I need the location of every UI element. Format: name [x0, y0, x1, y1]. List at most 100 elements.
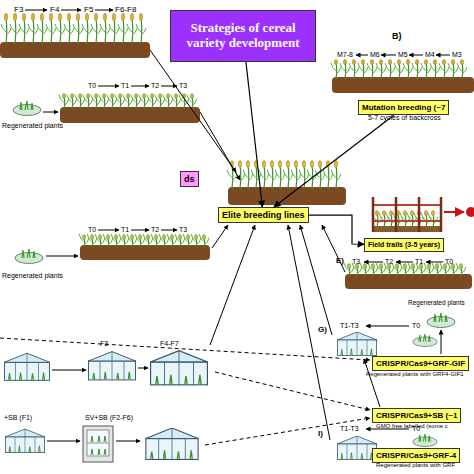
step-arrow: [95, 10, 113, 11]
soil-beds: [0, 42, 474, 289]
step-arrow: [98, 86, 119, 87]
annotation: F3: [14, 6, 23, 14]
plant-leaf: [55, 24, 65, 35]
greenhouse-icon: [4, 353, 50, 381]
red-arrow: [444, 211, 464, 213]
wheat-plant: [28, 13, 38, 44]
plant-leaf: [19, 24, 29, 35]
plant-ear: [294, 161, 297, 168]
plant-leaf: [82, 24, 92, 35]
plant-stem: [159, 97, 161, 109]
wheat-plant: [267, 161, 277, 190]
annotation: +SB (F1): [4, 414, 32, 421]
plant-ear: [411, 264, 414, 269]
annotation: T2: [151, 226, 159, 233]
plant-ear: [379, 264, 382, 269]
petri-dish-icon: [413, 434, 437, 447]
annotation: F4-F7: [160, 340, 179, 347]
step-arrow: [409, 55, 423, 56]
plant-stem: [14, 18, 16, 44]
plant-ear: [343, 60, 346, 65]
plant-stem: [131, 18, 133, 44]
plant-stem: [87, 97, 89, 109]
plant-leaf: [64, 24, 74, 35]
wheat-plant: [227, 161, 237, 190]
plant-leaf: [1, 24, 11, 35]
step-arrow: [46, 256, 78, 257]
annotation: F5: [84, 6, 93, 14]
box-text: CRISPR/Cas9+GRF-4: [376, 451, 456, 460]
plant-ear: [126, 94, 129, 99]
wheat-plant: [394, 60, 404, 80]
plant-ear: [94, 13, 97, 21]
wheat-plant: [385, 60, 395, 80]
wheat-plant: [1, 13, 11, 44]
plant-ear: [375, 211, 378, 216]
plant-stem: [135, 97, 137, 109]
plant-ear: [22, 13, 25, 21]
annotation: M5: [398, 51, 408, 58]
wheat-plant: [100, 13, 110, 44]
annotation: SV+SB (F2-F6): [85, 414, 133, 421]
greenhouse-icon: [150, 351, 208, 386]
wheat-plant: [403, 60, 413, 80]
greenhouse-icon: [5, 429, 45, 453]
step-arrow: [47, 441, 80, 442]
plant-ear: [326, 161, 329, 168]
connector-arrow: [309, 215, 364, 244]
plant-stem: [71, 97, 73, 109]
annotation: T0: [412, 322, 420, 329]
merge-arrow: [300, 225, 332, 335]
greenhouse-icon: [145, 428, 198, 460]
box-text: Mutation breeding (~7: [362, 103, 445, 112]
wheat-plant: [393, 211, 403, 229]
plant-ear: [86, 94, 89, 99]
step-arrow: [25, 10, 47, 11]
step-arrow: [131, 230, 149, 231]
plant-leaf: [73, 24, 83, 35]
plant-ear: [4, 13, 7, 21]
method-box: CRISPR/Cas9+SB (~1: [372, 408, 461, 423]
wheat-plant: [64, 13, 74, 44]
plant-ear: [162, 235, 165, 240]
plant-ear: [254, 161, 257, 168]
soil-bed: [80, 245, 210, 260]
soil-bed: [0, 42, 150, 58]
wheat-plant: [448, 60, 458, 80]
panel-letter: G): [318, 326, 327, 334]
petri-dishes: [13, 101, 455, 447]
annotation: T1-T3: [340, 322, 359, 329]
box-text: Strategies of cereal variety development: [175, 21, 311, 51]
plant-ear: [442, 60, 445, 65]
plant-ear: [178, 235, 181, 240]
soil-bed: [60, 107, 200, 123]
wheat-plant: [439, 60, 449, 80]
step-arrow: [356, 55, 368, 56]
annotation: T2: [151, 82, 159, 89]
soil-bed: [332, 77, 474, 93]
plant-ear: [49, 13, 52, 21]
dashed-arrow: [205, 418, 370, 445]
plant-stem: [79, 97, 81, 109]
merge-arrow: [210, 225, 255, 345]
plant-ear: [154, 235, 157, 240]
plant-ear: [112, 13, 115, 21]
box-text: Elite breeding lines: [222, 210, 305, 220]
plant-ear: [146, 235, 149, 240]
plant-leaf: [10, 24, 20, 35]
petri-dish-icon: [427, 313, 455, 328]
step-arrow: [161, 230, 177, 231]
step-arrow: [364, 262, 383, 263]
plant-ear: [433, 60, 436, 65]
wheat-plant: [299, 161, 309, 190]
method-box: Field trails (3-5 years): [364, 238, 444, 252]
plant-ear: [361, 60, 364, 65]
layout-arrows: [0, 10, 450, 445]
plant-ear: [459, 264, 462, 269]
panel-letter: I): [318, 430, 323, 438]
wheat-plant: [386, 211, 396, 229]
wheat-plant: [136, 13, 146, 44]
plant-ear: [278, 161, 281, 168]
petri-dish-icon: [413, 334, 437, 347]
